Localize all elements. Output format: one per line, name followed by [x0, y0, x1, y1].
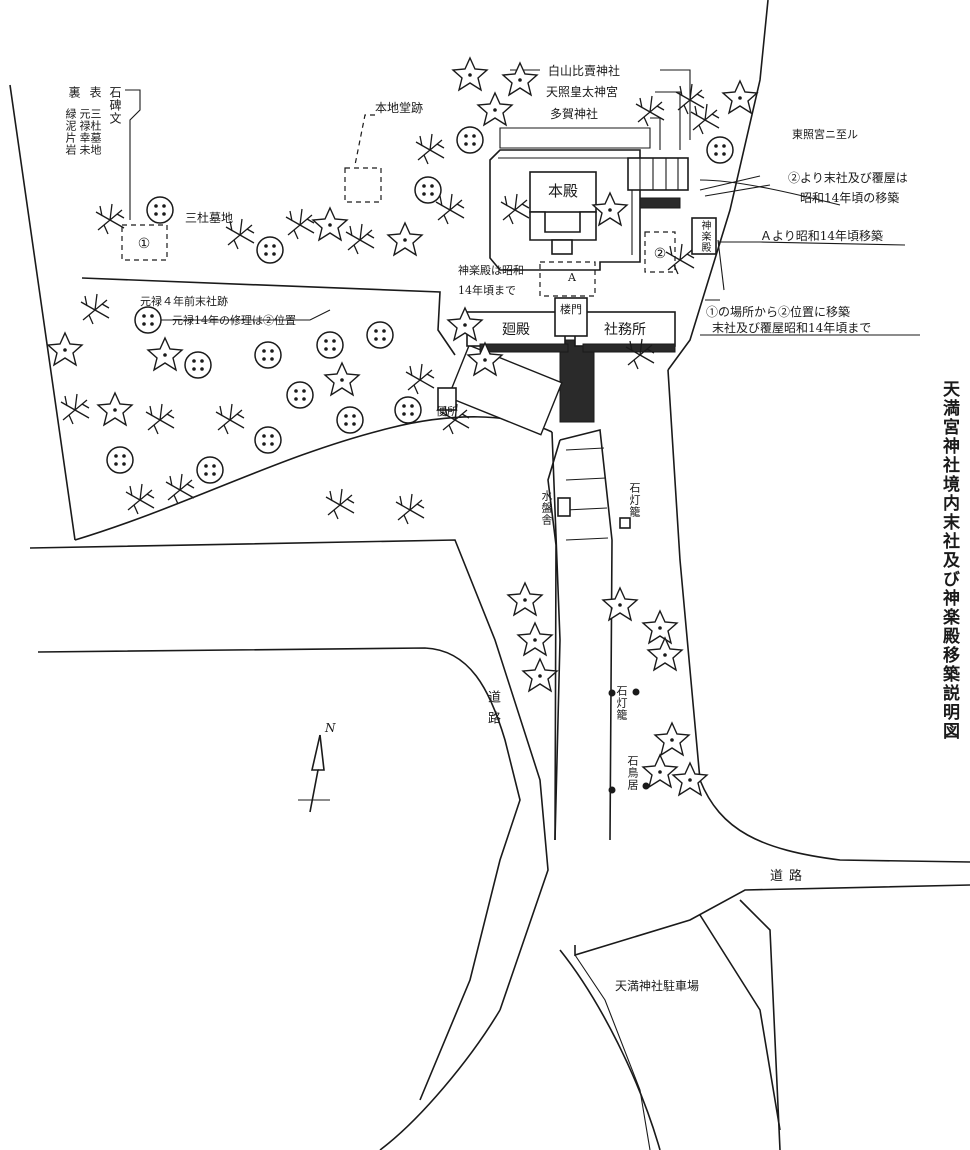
monument-face-text: 三杜墓地 [89, 108, 102, 156]
approach-path [447, 339, 613, 841]
marker-1-label: ① [138, 236, 151, 252]
stone-lantern-icon [608, 688, 650, 794]
kagura-note-2: 14年頃まで [458, 283, 516, 297]
marker-a-label: A [567, 271, 577, 284]
sansha-bochi-label: 三杜墓地 [185, 210, 233, 225]
road-label-east: 道路 [770, 868, 808, 884]
marker-2-label: ② [654, 246, 667, 262]
site-2-marker [644, 231, 676, 273]
temizuya-label: 水盤舎 [540, 490, 553, 526]
kaiden-label: 廻殿 [502, 322, 530, 338]
honden-label: 本殿 [548, 182, 578, 200]
monument-back-text-1: 元禄幸未 [78, 108, 91, 156]
stone-lantern-label-1: 石灯籠 [628, 482, 641, 518]
benjo-label: 便所 [436, 405, 458, 418]
road-label-west: 道路 [485, 690, 500, 732]
stone-lantern-label-2: 石灯籠 [615, 685, 628, 721]
site-1-marker [121, 224, 168, 261]
horizontal-labels: 白山比賣神社 天照皇太神宮 多賀神社 本地堂跡 三杜墓地 元禄４年前末社跡 元禄… [140, 63, 908, 993]
north-arrow-icon: N [298, 721, 336, 813]
note-1-line-1: ①の場所から②位置に移築 [706, 304, 850, 319]
monument-back-text-2: 緑泥片岩 [64, 108, 77, 156]
main-compound [121, 149, 725, 529]
benjo-building [437, 387, 457, 411]
kagura-den-label: 神楽殿 [699, 220, 710, 253]
stone-steps [559, 339, 595, 423]
kagura-den-former-site [539, 261, 596, 297]
roads [29, 539, 970, 1150]
romon-gate [554, 297, 588, 337]
shamusho-label: 社務所 [604, 322, 646, 338]
stone-lantern-square [619, 517, 631, 529]
genroku-note-1: 元禄４年前末社跡 [140, 294, 228, 308]
monument-back-heading: 裏 [67, 86, 81, 99]
monument-face-heading: 表 [88, 86, 102, 99]
subshrine-row [627, 157, 689, 191]
parking-label: 天満神社駐車場 [615, 978, 699, 993]
taga-label: 多賀神社 [550, 106, 598, 121]
hakusan-label: 白山比賣神社 [548, 63, 620, 78]
map-title: 天満宮神社境内末社及び神楽殿移築説明図 [939, 380, 959, 741]
building-labels: 本殿 廻殿 社務所 楼門 A ① ② 便所 [138, 182, 667, 418]
note-1-line-2: 末社及び覆屋昭和14年頃まで [712, 320, 871, 335]
toshogu-label: 東照宮ニ至ル [792, 127, 858, 141]
honden-building [529, 171, 597, 213]
amaterasu-label: 天照皇太神宮 [546, 84, 618, 99]
note-2-line-1: ②より末社及び覆屋は [788, 170, 908, 185]
kagura-note-1: 神楽殿は昭和 [458, 263, 524, 277]
torii-label: 石鳥居 [626, 755, 639, 791]
genroku-note-2: 元禄14年の修理は②位置 [172, 313, 296, 327]
hondi-do-site [344, 167, 382, 203]
hondi-do-label: 本地堂跡 [375, 100, 423, 115]
romon-label: 楼門 [560, 302, 582, 316]
precinct-boundary [9, 0, 970, 863]
temizuya-building [557, 497, 571, 517]
note-a-label: Ａより昭和14年頃移築 [760, 228, 883, 243]
leader-lines [125, 69, 920, 336]
note-2-line-2: 昭和14年頃の移築 [800, 190, 899, 205]
north-label: N [324, 721, 336, 735]
stone-monument-label: 石碑文 [108, 86, 122, 125]
kagura-den-building [691, 217, 717, 255]
